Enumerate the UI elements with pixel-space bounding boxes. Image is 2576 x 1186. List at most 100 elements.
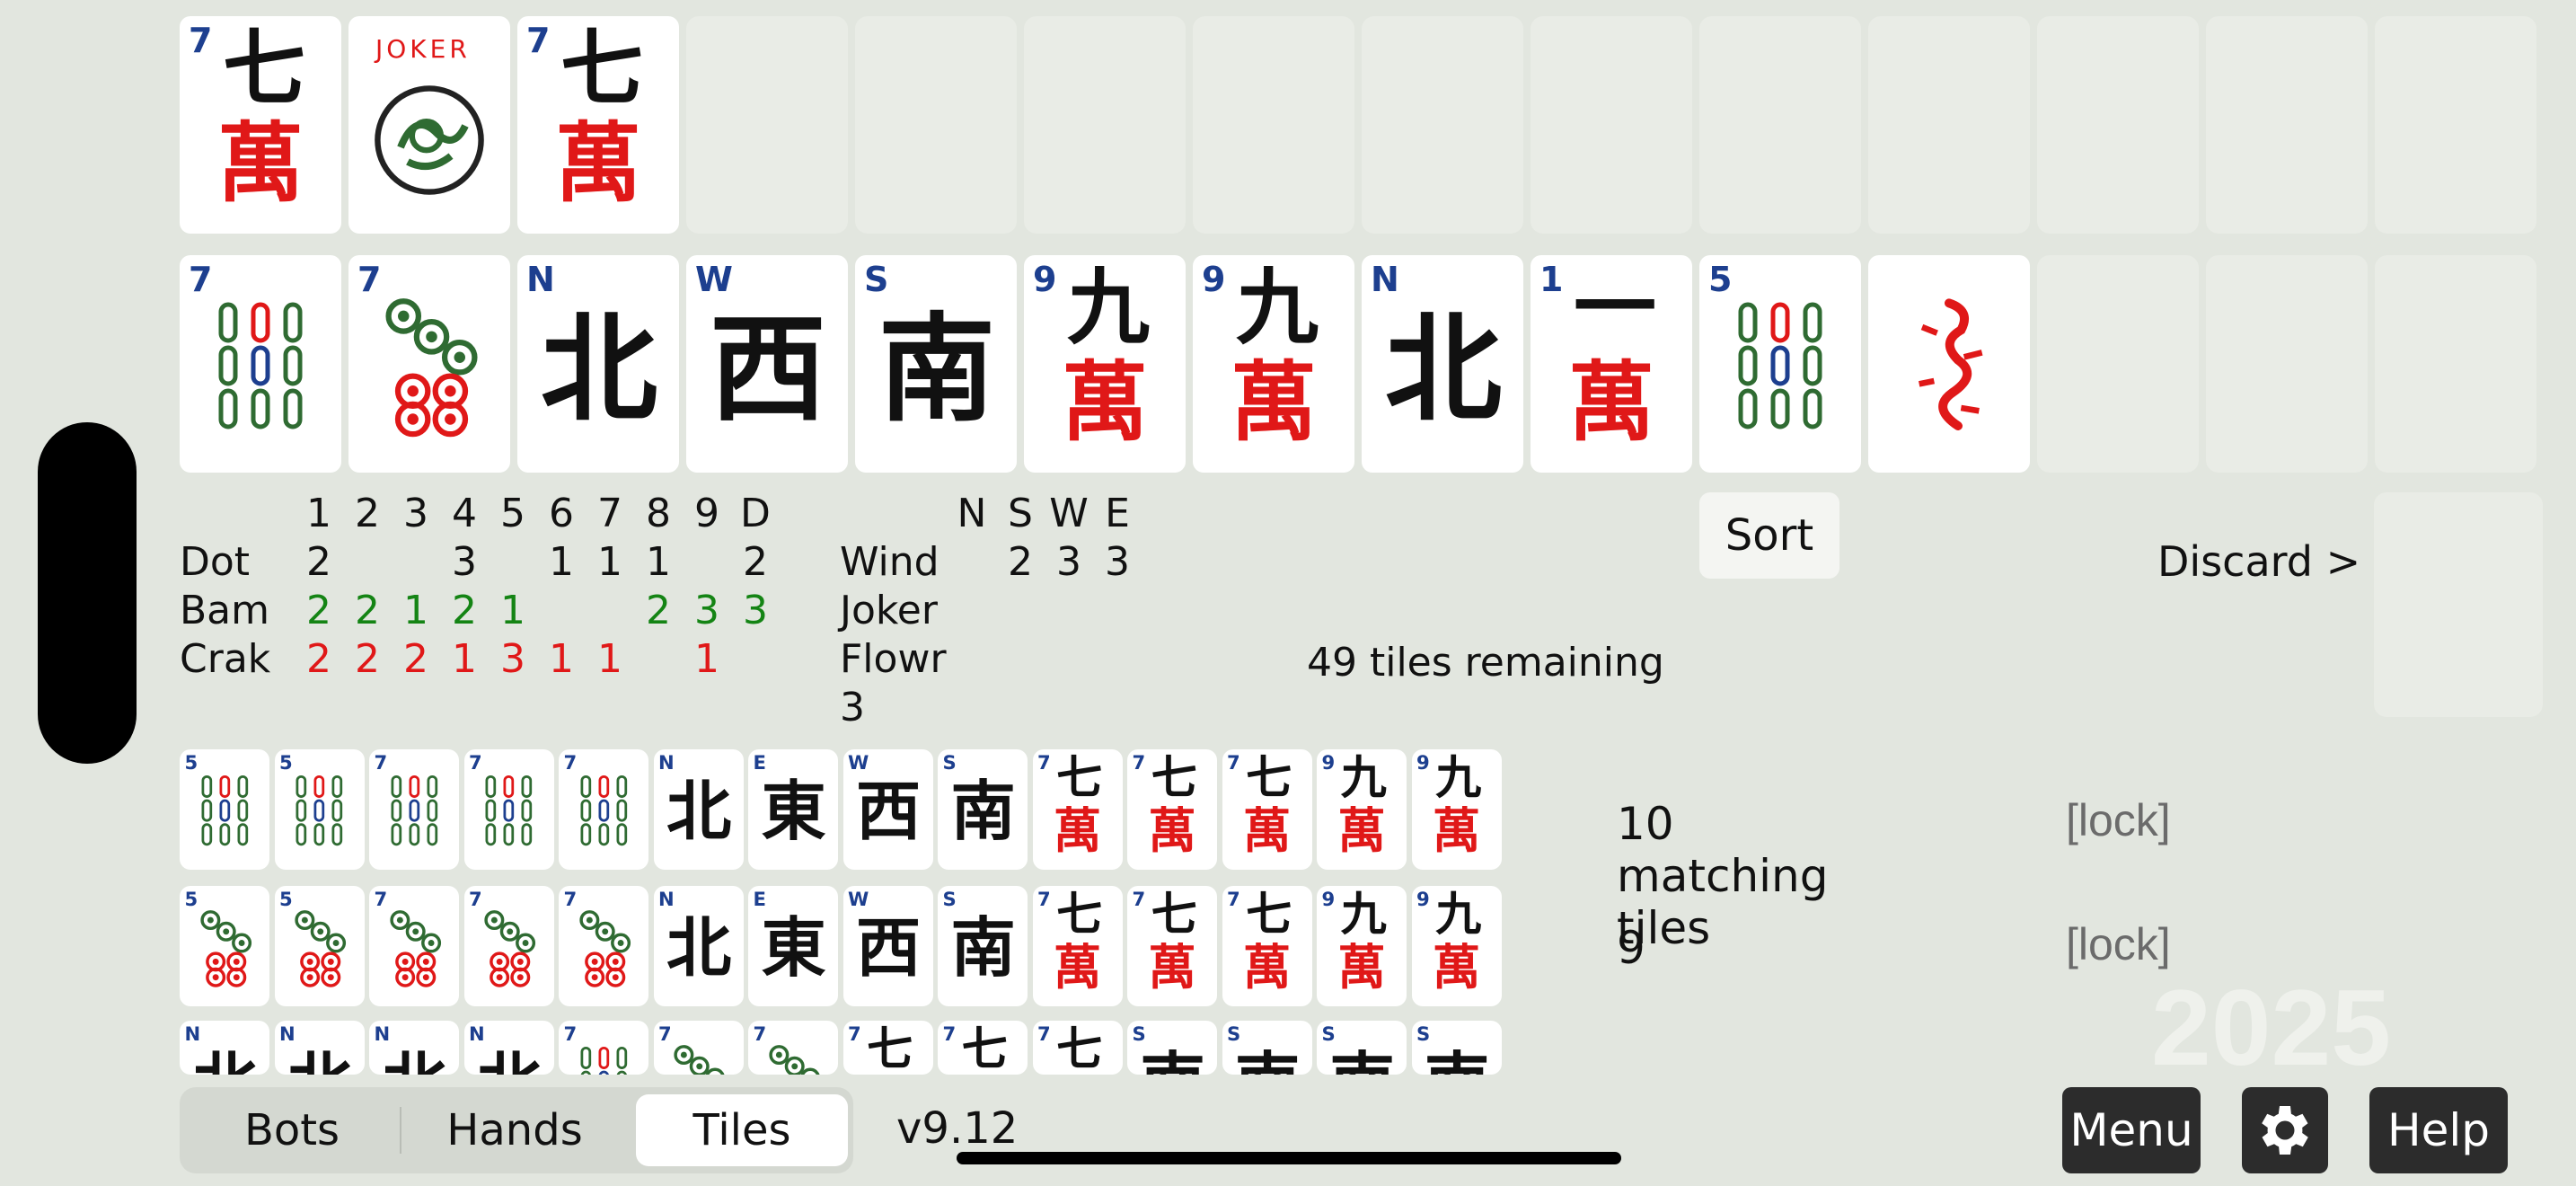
- hand-tile[interactable]: 7: [180, 255, 341, 473]
- match-tile[interactable]: N北: [463, 1021, 554, 1075]
- stat-row-label: Bam: [180, 588, 270, 633]
- hand-tile[interactable]: 7: [348, 255, 510, 473]
- match-tile[interactable]: 7: [369, 886, 459, 1006]
- match-tile[interactable]: 7: [463, 886, 554, 1006]
- tile-index-label: 5: [279, 751, 293, 774]
- match-tile[interactable]: 5: [180, 749, 269, 870]
- tile-index-label: N: [526, 260, 555, 299]
- dot-circle-icon: [195, 901, 257, 995]
- exposed-tile[interactable]: JOKER: [348, 16, 510, 234]
- stat-value: 1: [694, 636, 719, 682]
- match-count-text: 9: [1617, 922, 1645, 974]
- hand-tile[interactable]: 5: [1699, 255, 1861, 473]
- lock-toggle[interactable]: [lock]: [2066, 795, 2171, 845]
- match-tile[interactable]: 7七萬: [938, 1021, 1028, 1075]
- match-tile[interactable]: N北: [274, 1021, 365, 1075]
- stat-value: 2: [306, 636, 331, 682]
- bamboo-icon: [207, 291, 314, 447]
- match-tile[interactable]: 7: [748, 1021, 838, 1075]
- lock-toggle[interactable]: [lock]: [2066, 919, 2171, 969]
- discard-slot[interactable]: [2374, 492, 2543, 717]
- match-tile[interactable]: 7七萬: [1032, 1021, 1123, 1075]
- dot-circle-icon: [479, 901, 541, 995]
- tile-character-glyph: 一: [1574, 259, 1657, 356]
- tile-index-label: 5: [184, 751, 198, 774]
- settings-button[interactable]: [2242, 1087, 2328, 1173]
- menu-button[interactable]: Menu: [2062, 1087, 2201, 1173]
- tile-index-label: 9: [1321, 888, 1336, 911]
- match-tile[interactable]: S南: [1222, 1021, 1312, 1075]
- dot-circle-icon: [763, 1036, 825, 1075]
- sort-button[interactable]: Sort: [1699, 492, 1839, 579]
- hand-tile[interactable]: [1868, 255, 2030, 473]
- side-drawer-handle[interactable]: [38, 422, 137, 764]
- match-tile[interactable]: 7: [369, 749, 459, 870]
- match-tile[interactable]: 7: [559, 749, 648, 870]
- match-tile[interactable]: S南: [1411, 1021, 1502, 1075]
- tab-bots[interactable]: Bots: [243, 1105, 340, 1155]
- match-tile[interactable]: 7: [559, 886, 648, 1006]
- help-button[interactable]: Help: [2369, 1087, 2508, 1173]
- match-tile[interactable]: N北: [180, 1021, 269, 1075]
- stat-value: 2: [306, 588, 331, 633]
- tile-index-label: E: [753, 751, 766, 774]
- match-tile[interactable]: N北: [369, 1021, 459, 1075]
- tile-character-glyph: 九: [1236, 259, 1319, 356]
- match-tile[interactable]: 7七萬: [842, 1021, 933, 1075]
- match-tile[interactable]: 7: [653, 1021, 744, 1075]
- tile-index-label: 7: [1037, 888, 1051, 911]
- empty-tile-slot: [686, 16, 848, 234]
- year-watermark: 2025: [2151, 968, 2391, 1088]
- stat-value: 1: [646, 539, 671, 585]
- tab-tiles[interactable]: Tiles: [636, 1094, 848, 1166]
- tile-index-label: 7: [189, 260, 213, 299]
- match-tile[interactable]: 7: [463, 749, 554, 870]
- tile-index-label: 7: [848, 1022, 861, 1046]
- match-tile[interactable]: 5: [274, 749, 365, 870]
- tab-hands[interactable]: Hands: [446, 1105, 583, 1155]
- tile-wind-glyph: 西: [710, 300, 827, 438]
- match-tile[interactable]: S南: [1317, 1021, 1407, 1075]
- stat-header: 6: [549, 491, 574, 536]
- stat-row-label: Crak: [180, 636, 271, 682]
- empty-tile-slot: [1362, 16, 1523, 234]
- match-tile[interactable]: S南: [1127, 1021, 1217, 1075]
- match-tile[interactable]: 5: [180, 886, 269, 1006]
- tile-index-label: S: [942, 751, 957, 774]
- tile-index-label: 5: [279, 888, 293, 911]
- tile-index-label: 7: [563, 1022, 578, 1046]
- match-tile[interactable]: 7: [559, 1021, 648, 1075]
- match-tile[interactable]: 5: [274, 886, 365, 1006]
- tile-index-label: 7: [374, 888, 388, 911]
- discard-button[interactable]: Discard >: [2157, 537, 2361, 586]
- tile-index-label: 7: [526, 21, 551, 60]
- gear-icon: [2262, 1106, 2308, 1155]
